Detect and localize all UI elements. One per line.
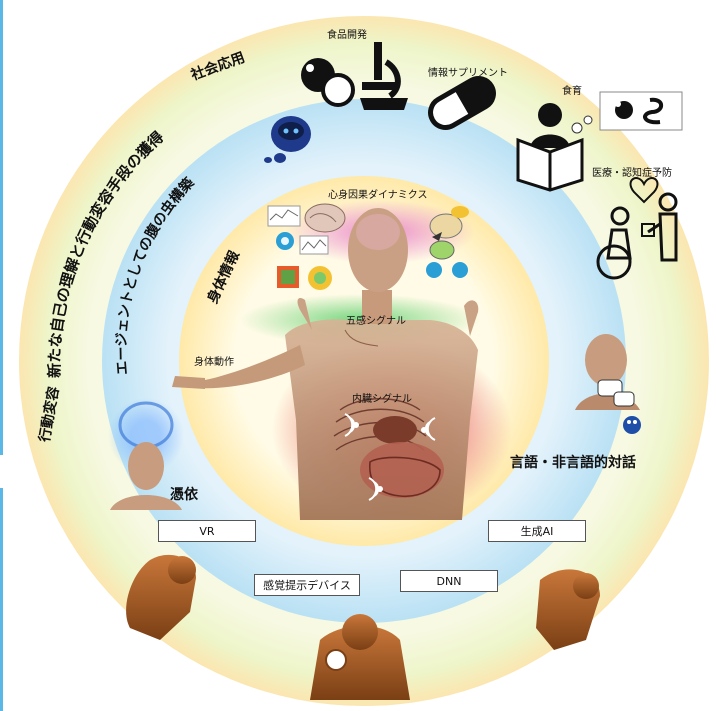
generative-ai-box: 生成AI <box>488 520 586 542</box>
food-edu-label: 食育 <box>562 82 582 97</box>
vr-box: VR <box>158 520 256 542</box>
five-senses-label: 五感シグナル <box>346 312 406 327</box>
medical-label: 医療・認知症予防 <box>592 164 672 179</box>
body-motion-label: 身体動作 <box>194 353 234 368</box>
dialogue-label: 言語・非言語的対話 <box>510 452 636 472</box>
possession-label: 憑依 <box>170 484 198 504</box>
psychosomatic-label: 心身因果ダイナミクス <box>328 186 428 201</box>
food-dev-label: 食品開発 <box>327 26 367 41</box>
dnn-box: DNN <box>400 570 498 592</box>
visceral-label: 内臓シグナル <box>352 390 412 405</box>
sensory-device-box: 感覚提示デバイス <box>254 574 360 596</box>
info-supplement-label: 情報サプリメント <box>428 64 508 79</box>
middle-ring-arc-label: エージェントとしての腹の虫構築 <box>114 174 198 376</box>
